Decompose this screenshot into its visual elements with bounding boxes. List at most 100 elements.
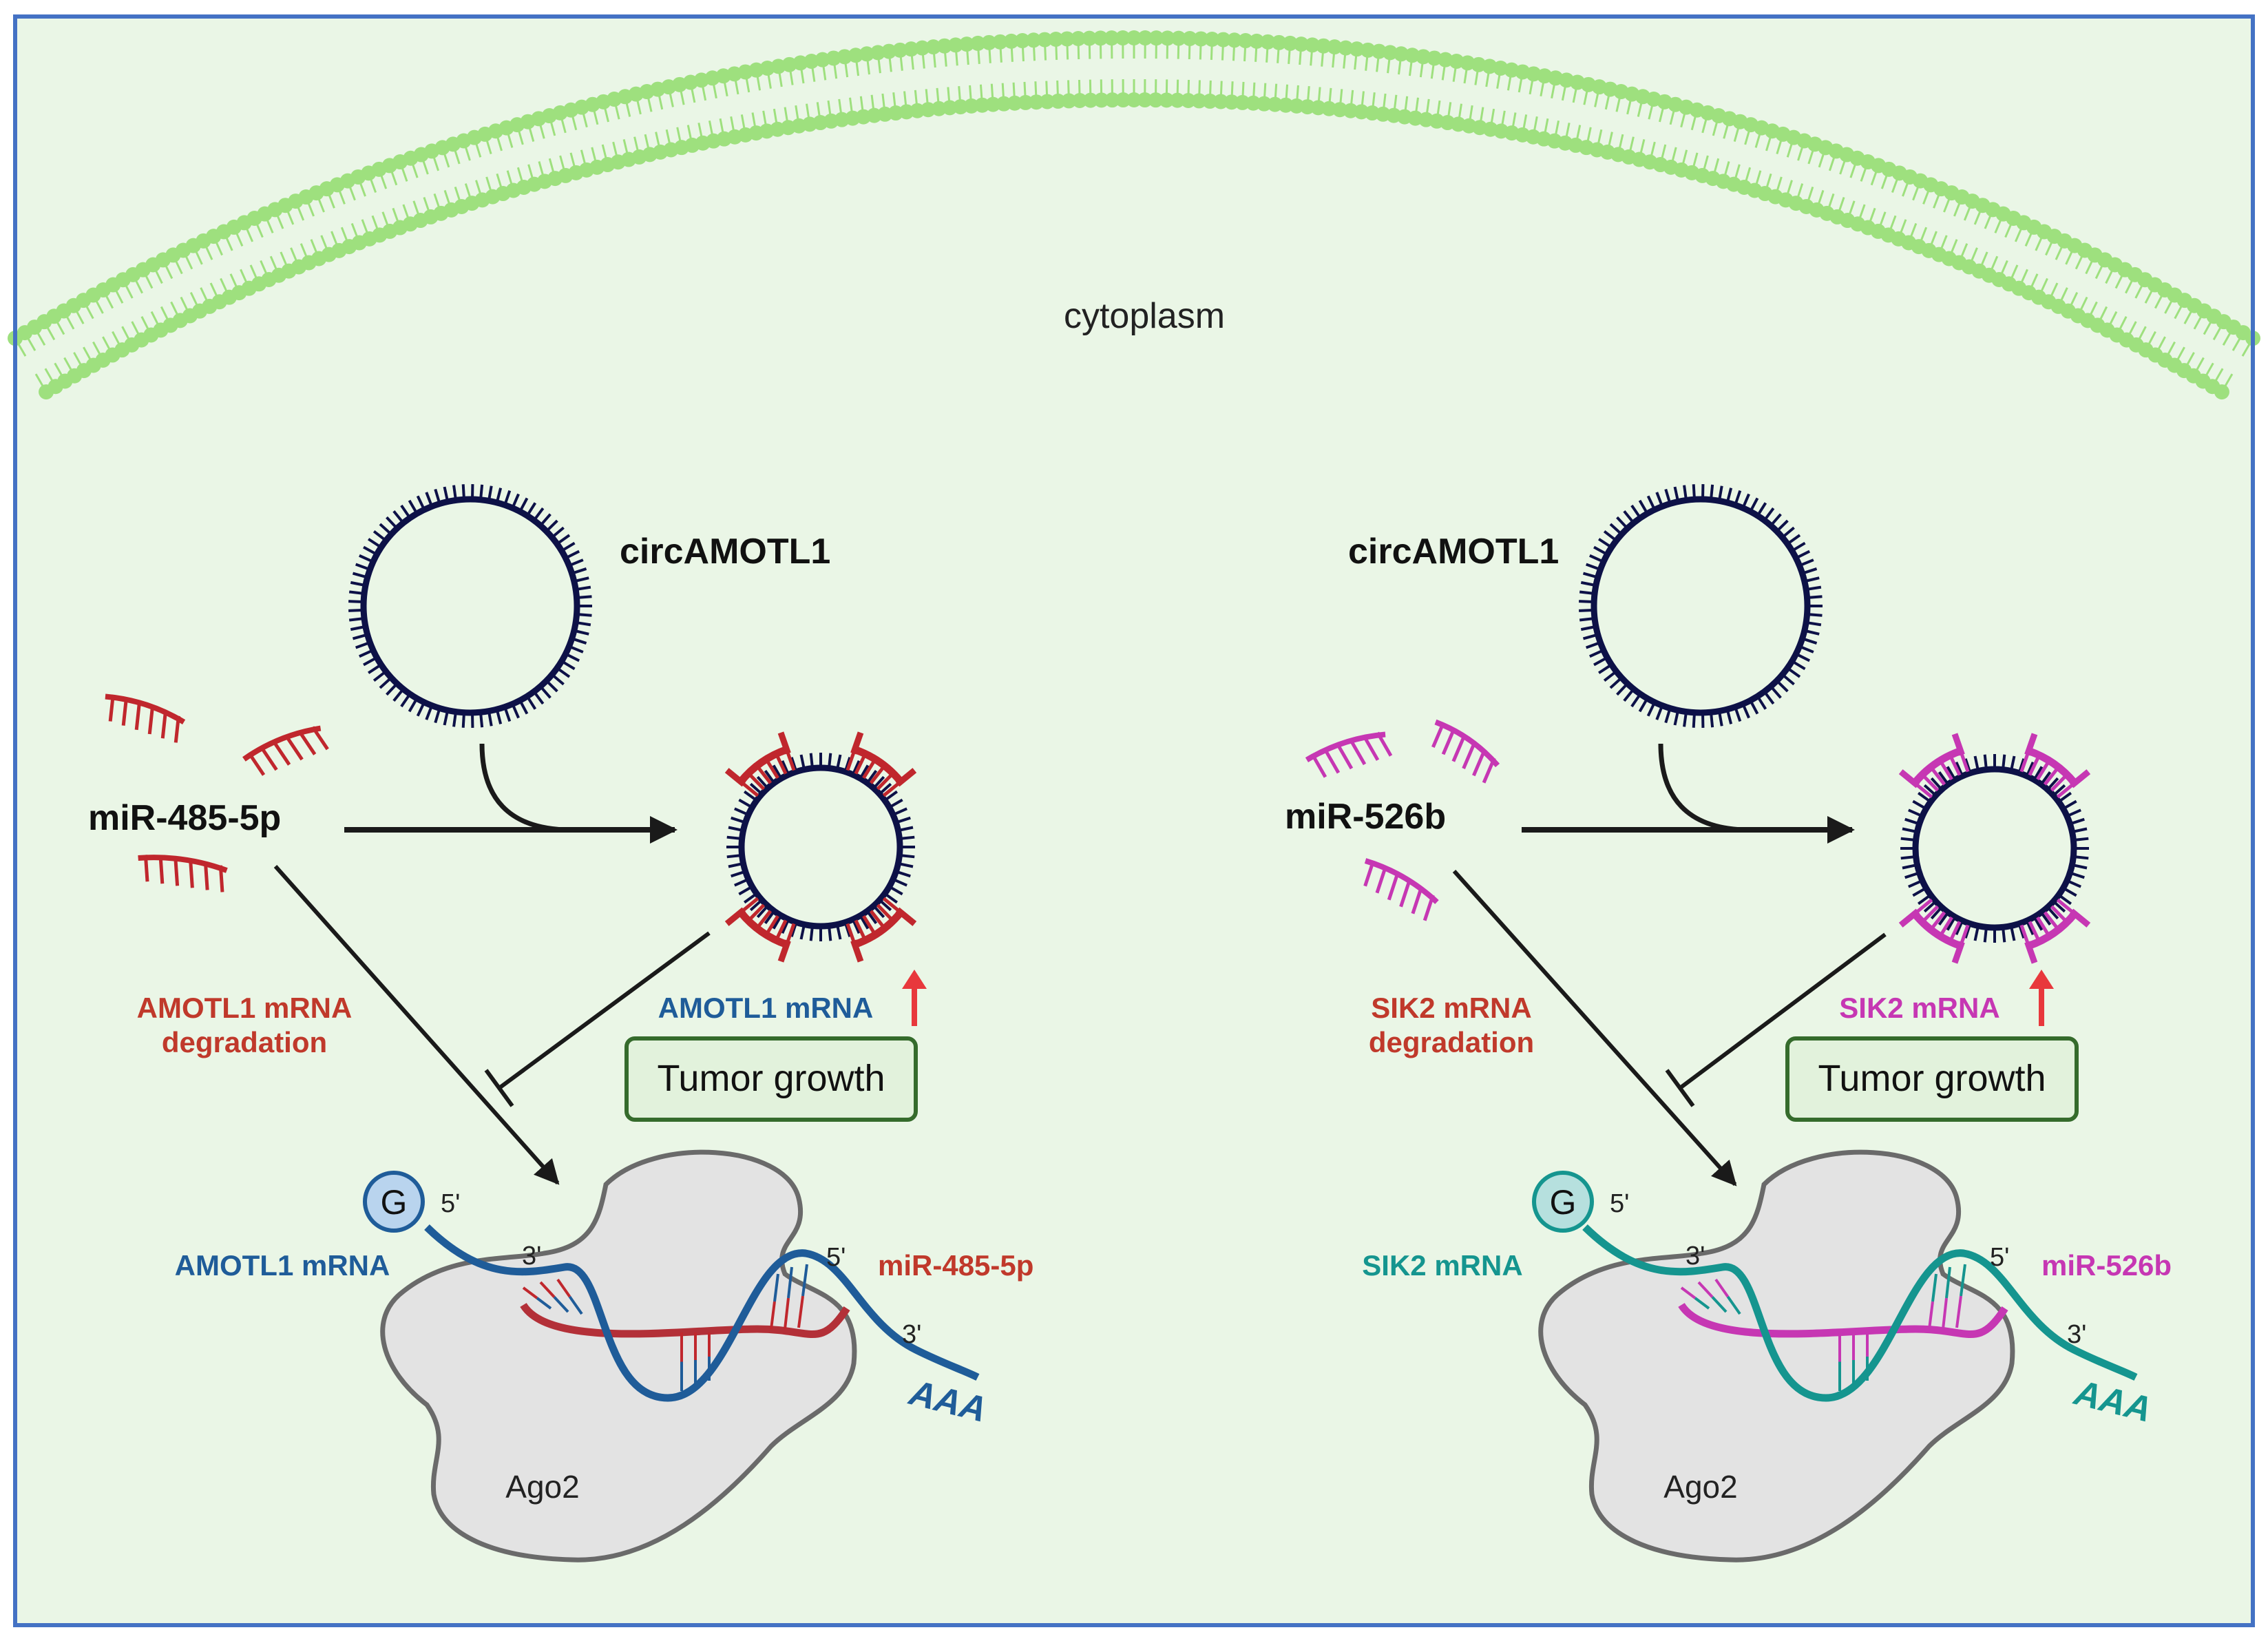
circrna-tick bbox=[1770, 685, 1782, 699]
circrna-tick bbox=[565, 550, 580, 560]
bound-mirna-arc bbox=[2027, 747, 2078, 786]
circrna-tick bbox=[781, 760, 790, 775]
circrna-tick bbox=[368, 663, 382, 674]
circrna-tick bbox=[1673, 486, 1680, 502]
circrna-tick bbox=[859, 764, 870, 780]
mirna-comb bbox=[1363, 858, 1439, 921]
mirna-comb bbox=[242, 725, 329, 776]
circrna-tick bbox=[1585, 563, 1602, 571]
mrna-strand bbox=[1582, 1224, 2138, 1402]
circrna-tick bbox=[749, 899, 763, 912]
circrna-tick bbox=[1623, 510, 1635, 524]
circrna-tick bbox=[872, 905, 885, 919]
bound-mirna-tooth bbox=[1949, 754, 1962, 776]
circrna-tick bbox=[1805, 620, 1822, 627]
circrna-tick bbox=[734, 807, 749, 817]
circrna-tick bbox=[1804, 576, 1820, 583]
base-pair-half bbox=[784, 1297, 790, 1330]
lipid-head bbox=[1029, 94, 1044, 110]
lipid-head bbox=[1278, 97, 1294, 113]
base-pair-half bbox=[1714, 1278, 1730, 1298]
base-pair-half bbox=[1931, 1273, 1938, 1302]
mirna-tooth bbox=[1472, 750, 1486, 777]
circrna-tick bbox=[749, 782, 763, 795]
lipid-head bbox=[1382, 45, 1398, 61]
mirna-backbone bbox=[105, 693, 186, 724]
bound-mirna-tooth bbox=[2036, 916, 2051, 937]
bound-mirna-arc bbox=[2027, 911, 2078, 950]
circrna-tick bbox=[1598, 538, 1613, 549]
lipid-head bbox=[881, 43, 897, 59]
circrna-tick bbox=[1683, 485, 1688, 501]
circrna-tick bbox=[2017, 923, 2026, 939]
circrna-tick bbox=[1923, 900, 1937, 913]
circrna-tick bbox=[479, 712, 484, 728]
inhibition-bar bbox=[484, 1069, 514, 1107]
circrna-tick bbox=[1756, 696, 1767, 710]
circrna-tick bbox=[575, 585, 591, 592]
mirna-label: miR-485-5p bbox=[88, 798, 281, 838]
circrna-tick bbox=[1603, 670, 1617, 682]
circrna-tick bbox=[1579, 600, 1595, 603]
circrna-tick bbox=[1763, 507, 1775, 521]
lipid-head bbox=[996, 96, 1011, 112]
base-pair-half bbox=[1694, 1297, 1710, 1310]
circ-label: circAMOTL1 bbox=[1348, 532, 1559, 572]
mirna-tooth bbox=[204, 863, 209, 890]
circrna-tick bbox=[539, 685, 552, 699]
circrna-bound bbox=[726, 753, 915, 941]
circrna-tick bbox=[728, 861, 744, 868]
circrna-tick bbox=[892, 877, 907, 887]
circrna-tick bbox=[1673, 710, 1680, 726]
circrna-tick bbox=[898, 861, 914, 868]
bound-mirna-tooth bbox=[2050, 905, 2068, 923]
circrna-tick bbox=[883, 790, 899, 802]
mirna-free-1 bbox=[105, 693, 186, 743]
circrna-tick bbox=[843, 921, 852, 937]
circrna-tick bbox=[851, 760, 861, 775]
circrna-tick bbox=[1725, 488, 1733, 503]
circrna-tick bbox=[743, 892, 758, 904]
cap-letter: G bbox=[381, 1183, 408, 1222]
circrna-tick bbox=[495, 709, 503, 724]
bound-mirna-end bbox=[2069, 908, 2091, 928]
circrna-tick bbox=[571, 637, 587, 645]
circrna-tick bbox=[2052, 784, 2066, 797]
circrna-tick bbox=[2009, 926, 2016, 941]
circrna-tick bbox=[772, 764, 783, 780]
circrna-tick bbox=[738, 798, 753, 809]
lipid-head bbox=[1282, 35, 1298, 51]
mrna-label: AMOTL1 mRNA bbox=[175, 1249, 390, 1282]
circrna-tick bbox=[352, 633, 368, 640]
base-pair-half bbox=[556, 1278, 571, 1298]
mirna-tooth bbox=[189, 861, 194, 888]
lipid-head bbox=[992, 34, 1008, 50]
mirna-tooth bbox=[1431, 722, 1445, 748]
mirna-tooth bbox=[1350, 740, 1367, 766]
lipid-head bbox=[848, 48, 863, 63]
degradation-label-2: degradation bbox=[162, 1026, 327, 1058]
bound-mirna-end bbox=[724, 907, 746, 926]
circrna-tick bbox=[434, 488, 441, 505]
mirna-tooth bbox=[1482, 757, 1496, 784]
bound-mirna-tooth bbox=[775, 919, 788, 941]
circrna-tick bbox=[2046, 777, 2059, 791]
lipid-head bbox=[1093, 30, 1109, 46]
lipid-head bbox=[1170, 30, 1186, 46]
bound-mirna-tooth bbox=[854, 753, 867, 775]
lipid-head bbox=[1202, 93, 1218, 109]
lipid-head bbox=[1126, 92, 1142, 107]
circrna-tick bbox=[888, 798, 903, 809]
cap-letter: G bbox=[1550, 1183, 1577, 1222]
circrna-tick bbox=[1770, 513, 1782, 527]
lipid-head bbox=[1082, 30, 1098, 46]
base-pair-half bbox=[536, 1297, 552, 1310]
base-pair-half bbox=[1945, 1266, 1951, 1299]
circrna-tick bbox=[355, 563, 371, 571]
lipid-head bbox=[903, 41, 919, 57]
circrna-tick bbox=[1741, 493, 1750, 509]
degradation-label-1: SIK2 mRNA bbox=[1371, 992, 1531, 1024]
circrna-tick bbox=[835, 754, 842, 770]
circrna-tick bbox=[799, 754, 806, 770]
circrna-tick bbox=[1983, 927, 1988, 943]
